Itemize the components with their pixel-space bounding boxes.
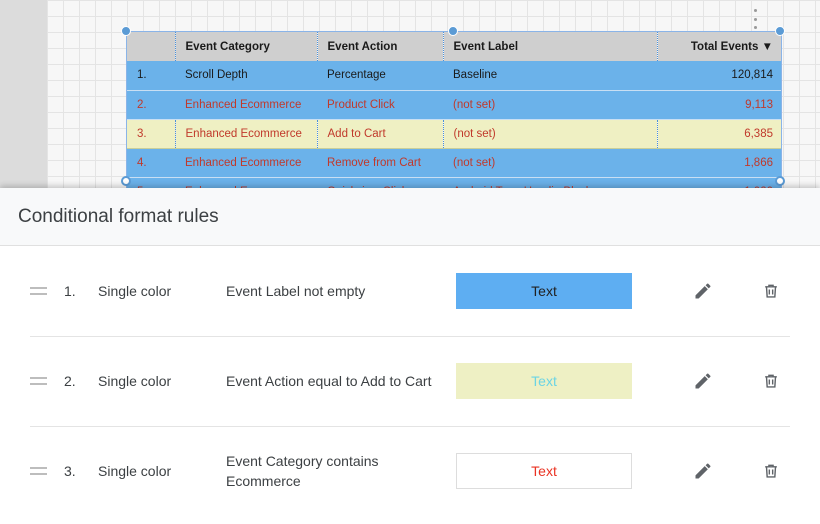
pencil-icon[interactable]	[690, 458, 716, 484]
dot	[753, 26, 757, 29]
more-vert-icon[interactable]	[748, 6, 762, 32]
drag-handle-icon[interactable]	[30, 377, 56, 385]
data-table-widget[interactable]: Event Category Event Action Event Label …	[126, 31, 782, 193]
rule-condition: Event Action equal to Add to Cart	[226, 373, 432, 389]
table-cell-event-action: Percentage	[317, 61, 443, 91]
table-cell-index: 4.	[127, 148, 175, 178]
selection-handle-bottom-left[interactable]	[121, 176, 131, 186]
column-header-total-events[interactable]: Total Events ▼	[657, 32, 781, 61]
dot	[753, 9, 757, 12]
rule-type: Single color	[98, 463, 172, 479]
table-cell-event-category: Enhanced Ecommerce	[175, 148, 317, 178]
dialog-title: Conditional format rules	[18, 205, 219, 227]
rule-color-preview-label: Text	[531, 373, 557, 389]
column-header-total-events-label: Total Events	[690, 40, 759, 53]
column-header-event-label[interactable]: Event Label	[443, 32, 658, 61]
table-cell-total-events: 1,866	[657, 148, 781, 178]
selection-handle-top-left[interactable]	[121, 26, 131, 36]
rule-type: Single color	[98, 283, 172, 299]
pencil-icon[interactable]	[690, 368, 716, 394]
table-cell-total-events: 120,814	[657, 61, 781, 91]
rule-type: Single color	[98, 373, 172, 389]
sort-descending-icon[interactable]: ▼	[761, 40, 773, 53]
rule-condition: Event Label not empty	[226, 283, 366, 299]
selection-handle-bottom-right[interactable]	[775, 176, 785, 186]
drag-handle-icon[interactable]	[30, 287, 56, 295]
trash-icon[interactable]	[758, 278, 784, 304]
pencil-icon[interactable]	[690, 278, 716, 304]
rule-condition: Event Category contains Ecommerce	[226, 453, 379, 489]
table-cell-event-label: Baseline	[443, 61, 657, 91]
events-table: Event Category Event Action Event Label …	[127, 32, 781, 192]
rule-row[interactable]: 1. Single color Event Label not empty Text	[0, 246, 820, 336]
rule-actions	[690, 458, 804, 484]
rule-number: 3.	[64, 463, 76, 479]
rule-actions	[690, 278, 804, 304]
table-cell-event-action: Product Click	[317, 90, 443, 120]
selection-handle-top-right[interactable]	[775, 26, 785, 36]
rule-color-preview-label: Text	[531, 463, 557, 479]
rule-row[interactable]: 2. Single color Event Action equal to Add …	[0, 336, 820, 426]
table-cell-event-label: (not set)	[443, 119, 658, 149]
table-cell-event-category: Enhanced Ecommerce	[175, 90, 317, 120]
table-cell-total-events: 9,113	[657, 90, 781, 120]
trash-icon[interactable]	[758, 458, 784, 484]
trash-icon[interactable]	[758, 368, 784, 394]
rule-number: 2.	[64, 373, 76, 389]
rule-row[interactable]: 3. Single color Event Category contains Ec…	[0, 426, 820, 516]
rule-color-preview-label: Text	[531, 283, 557, 299]
rule-actions	[690, 368, 804, 394]
dialog-header: Conditional format rules	[0, 188, 820, 246]
column-header-event-category[interactable]: Event Category	[175, 32, 318, 61]
table-header-row: Event Category Event Action Event Label …	[127, 32, 781, 61]
rule-color-preview[interactable]: Text	[456, 453, 632, 489]
table-cell-event-label: (not set)	[443, 90, 657, 120]
table-cell-event-action: Add to Cart	[317, 119, 444, 149]
table-cell-index: 3.	[127, 119, 176, 149]
table-header: Event Category Event Action Event Label …	[127, 32, 781, 61]
table-cell-index: 1.	[127, 61, 175, 91]
drag-handle-icon[interactable]	[30, 467, 56, 475]
rule-color-preview[interactable]: Text	[456, 273, 632, 309]
table-cell-event-category: Enhanced Ecommerce	[175, 119, 318, 149]
table-cell-event-action: Remove from Cart	[317, 148, 443, 178]
dot	[753, 17, 757, 21]
table-cell-event-category: Scroll Depth	[175, 61, 317, 91]
rule-number: 1.	[64, 283, 76, 299]
canvas-left-gutter	[0, 0, 47, 190]
selection-handle-top-center[interactable]	[448, 26, 458, 36]
rule-color-preview[interactable]: Text	[456, 363, 632, 399]
column-header-event-action[interactable]: Event Action	[317, 32, 444, 61]
table-cell-total-events: 6,385	[657, 119, 781, 149]
table-cell-index: 2.	[127, 90, 175, 120]
column-header-index[interactable]	[127, 32, 176, 61]
table-cell-event-label: (not set)	[443, 148, 657, 178]
